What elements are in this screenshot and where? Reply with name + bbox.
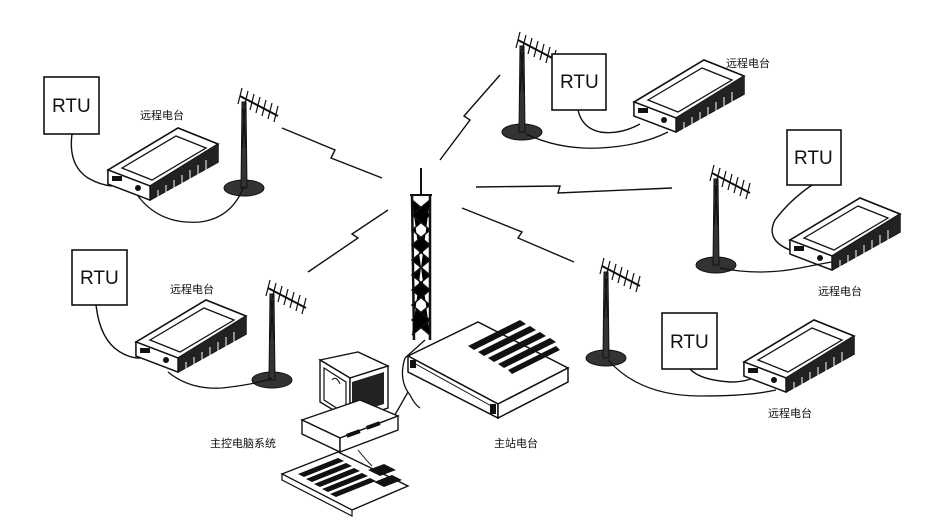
remote-station-mid-left: RTU 远程电台 [71,249,307,389]
remote-station-top-right: RTU 远程电台 [501,31,770,149]
rtu-box [43,76,100,135]
master-computer [280,351,410,517]
remote-radio-label: 远程电台 [818,284,862,298]
master-radio [406,320,570,420]
master-computer-label: 主控电脑系统 [210,436,276,450]
rtu-label: RTU [794,148,833,169]
remote-radio-label: 远程电台 [768,406,812,420]
rtu-label: RTU [52,96,91,117]
remote-station-mid-right: RTU 远程电台 [695,129,901,298]
master-radio-label: 主站电台 [494,436,538,450]
rtu-label: RTU [670,332,709,353]
rtu-box [661,312,718,370]
remote-radio-label: 远程电台 [726,56,770,70]
rtu-box [71,249,128,306]
remote-station-top-left: RTU 远程电台 [43,76,279,223]
rtu-box [786,129,842,186]
rtu-label: RTU [80,268,119,289]
rtu-box [551,53,607,111]
rtu-label: RTU [560,72,599,93]
remote-radio-label: 远程电台 [170,282,214,296]
remote-station-bottom-right: RTU 远程电台 [585,257,855,420]
master-tower [401,168,432,409]
remote-radio-label: 远程电台 [140,108,184,122]
wireless-links [281,74,673,273]
